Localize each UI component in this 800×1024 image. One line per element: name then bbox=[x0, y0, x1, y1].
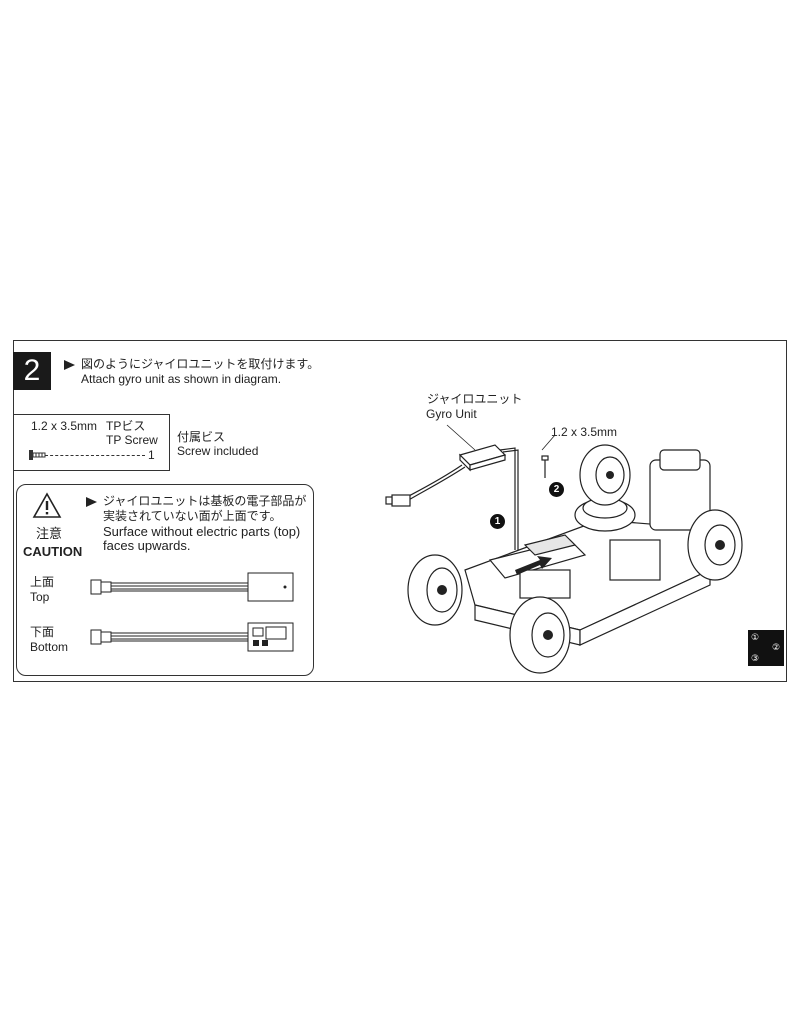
step-badge-2: 2 bbox=[549, 482, 564, 497]
top-label-en: Top bbox=[30, 590, 50, 604]
caution-en-line1: Surface without electric parts (top) bbox=[103, 524, 301, 539]
gyro-top-view bbox=[90, 572, 294, 602]
bottom-label-en: Bottom bbox=[30, 640, 69, 654]
gyro-label-en: Gyro Unit bbox=[426, 407, 477, 421]
screw-qty: 1 bbox=[148, 448, 155, 462]
caution-ja-line2: 実装されていない面が上面です。 bbox=[103, 509, 282, 523]
screw-box bbox=[13, 414, 170, 471]
caution-en-line2: faces upwards. bbox=[103, 538, 191, 553]
seq-mark-2: ② bbox=[772, 642, 781, 652]
caution-title-ja: 注意 bbox=[36, 526, 63, 541]
step-badge-1: 1 bbox=[490, 514, 505, 529]
instruction-ja-line: 図のようにジャイロユニットを取付けます。 bbox=[64, 357, 319, 372]
pointer-arrow-icon bbox=[64, 359, 75, 370]
caution-ja-line1: ジャイロユニットは基板の電子部品が bbox=[103, 494, 307, 508]
instruction-frame bbox=[13, 340, 787, 682]
included-en: Screw included bbox=[177, 444, 259, 458]
caution-title-en: CAUTION bbox=[23, 544, 83, 559]
top-label-ja: 上面 bbox=[30, 575, 55, 589]
gyro-bottom-view bbox=[90, 622, 294, 652]
warning-icon bbox=[32, 492, 62, 518]
seq-mark-1: ① bbox=[751, 632, 760, 642]
included-ja: 付属ビス bbox=[177, 430, 226, 444]
screw-leader-line bbox=[45, 455, 145, 456]
seq-mark-3: ③ bbox=[751, 653, 760, 663]
screw-type-ja: TPビス bbox=[106, 419, 146, 433]
caution-ja-line1-wrap: ジャイロユニットは基板の電子部品が bbox=[86, 494, 306, 509]
caution-box bbox=[16, 484, 314, 676]
instruction-ja: 図のようにジャイロユニットを取付けます。 bbox=[81, 357, 320, 371]
instruction-en: Attach gyro unit as shown in diagram. bbox=[81, 372, 282, 386]
screw-size: 1.2 x 3.5mm bbox=[31, 419, 98, 433]
step-number: 2 bbox=[13, 352, 51, 390]
sequence-mark: ① ② ③ bbox=[748, 630, 784, 666]
screw-type-en: TP Screw bbox=[106, 433, 158, 447]
pointer-arrow-icon bbox=[86, 496, 97, 507]
diagram-screw-label: 1.2 x 3.5mm bbox=[551, 425, 618, 439]
chassis-illustration bbox=[385, 424, 743, 674]
gyro-label-ja: ジャイロユニット bbox=[427, 392, 523, 406]
bottom-label-ja: 下面 bbox=[30, 625, 55, 639]
